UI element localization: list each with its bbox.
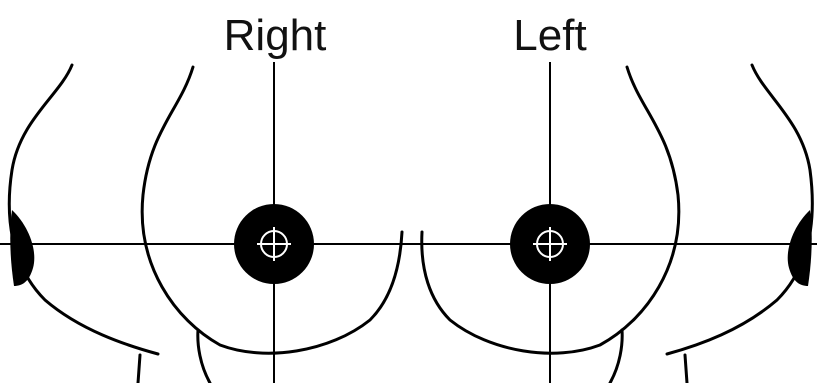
profile-nipple-left-side — [788, 210, 812, 286]
profile-outline-right-side — [9, 65, 158, 354]
left-label: Left — [513, 11, 586, 60]
profile-view-left-side — [667, 65, 812, 383]
right-label: Right — [224, 11, 327, 60]
profile-lower-line-left-side — [685, 355, 687, 383]
profile-lower-line-right-side — [138, 355, 140, 383]
profile-view-right-side — [9, 65, 158, 383]
left-breast — [422, 62, 679, 383]
profile-nipple-right-side — [10, 210, 34, 286]
right-breast — [142, 62, 402, 383]
profile-outline-left-side — [667, 65, 812, 354]
